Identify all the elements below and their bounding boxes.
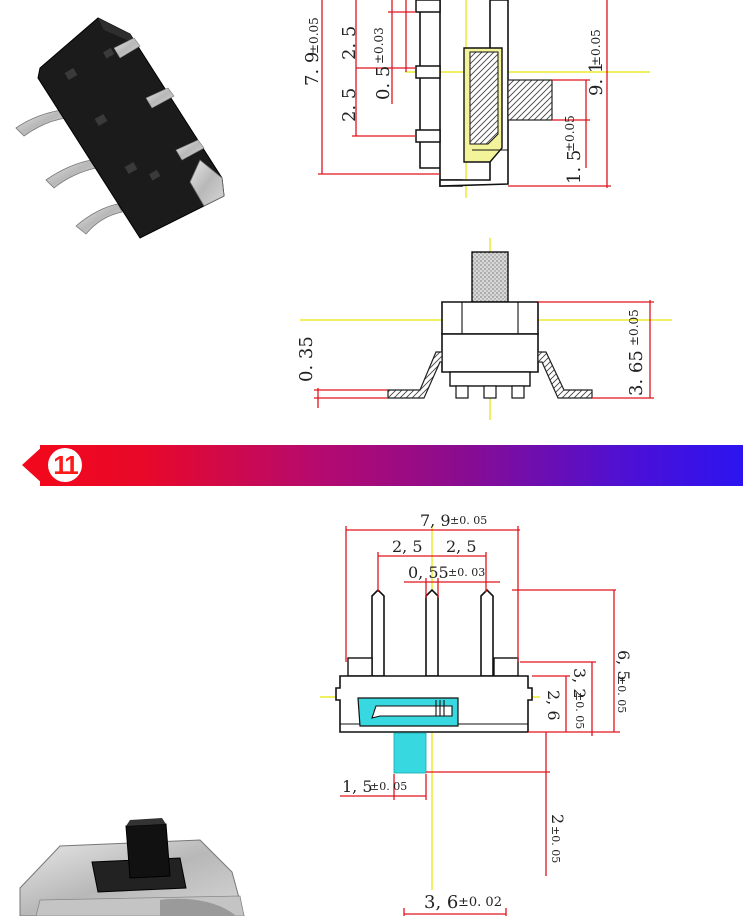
front-view-smd bbox=[300, 238, 672, 420]
dim-body-height-tht-tol: ±0. 05 bbox=[573, 692, 586, 729]
dim-total-height-tht: 6, 5 bbox=[614, 650, 633, 681]
dim-pitch-lower: 2. 5 bbox=[339, 88, 360, 122]
section-number-badge bbox=[48, 448, 82, 482]
dim-width: 7, 9 bbox=[420, 511, 451, 530]
dim-body-height-smd-tol: ±0.05 bbox=[627, 309, 641, 346]
dim-overall: 9. 1 bbox=[586, 62, 607, 96]
dim-pitch-upper: 2. 5 bbox=[339, 26, 360, 60]
section-number: 11 bbox=[53, 450, 79, 480]
side-view-smd bbox=[405, 0, 650, 198]
dim-actuator-height-tol: ±0. 05 bbox=[549, 826, 562, 863]
dim-width-tol: ±0. 05 bbox=[450, 514, 487, 527]
side-view-dimensions bbox=[318, 0, 611, 188]
dim-total-height: 7. 9 bbox=[302, 52, 323, 86]
banner-arrow-shape bbox=[22, 445, 44, 485]
dim-depth-tol: ±0. 02 bbox=[458, 895, 502, 910]
dim-actuator-tol: ±0.05 bbox=[563, 115, 577, 152]
dim-overall-tol: ±0.05 bbox=[589, 29, 603, 66]
dim-body-height-tht: 3, 2 bbox=[570, 668, 589, 699]
front-view-smd-dimensions bbox=[314, 300, 654, 408]
dim-pitch-left: 2, 5 bbox=[392, 537, 423, 556]
tht-switch-photo bbox=[19, 818, 245, 916]
smd-switch-photo bbox=[15, 17, 225, 239]
front-view-tht-dimensions bbox=[340, 526, 620, 916]
front-view-tht bbox=[320, 526, 540, 890]
dim-actuator-width: 1, 5 bbox=[342, 777, 373, 796]
dim-actuator: 1. 5 bbox=[564, 150, 585, 184]
banner-gradient-bar bbox=[40, 445, 743, 486]
dim-actuator-height: 2 bbox=[548, 814, 567, 824]
dim-lead-thickness: 0. 35 bbox=[296, 336, 317, 382]
dim-pitch-right: 2, 5 bbox=[446, 537, 477, 556]
dim-pin: 0, 55 bbox=[408, 563, 449, 582]
dim-total-height-tht-tol: ±0. 05 bbox=[615, 676, 628, 713]
dim-pin-width: 0. 5 bbox=[373, 66, 394, 100]
section-banner: 11 bbox=[22, 445, 743, 486]
dim-inner-height: 2, 6 bbox=[544, 690, 563, 721]
dim-pin-tol: ±0. 03 bbox=[448, 566, 485, 579]
dim-body-height-smd: 3. 65 bbox=[626, 350, 647, 396]
dim-total-height-tol: ±0.05 bbox=[307, 17, 321, 54]
dim-pin-width-tol: ±0.03 bbox=[372, 27, 386, 64]
dim-depth: 3, 6 bbox=[424, 892, 458, 913]
dim-actuator-width-tol: ±0. 05 bbox=[370, 780, 407, 793]
